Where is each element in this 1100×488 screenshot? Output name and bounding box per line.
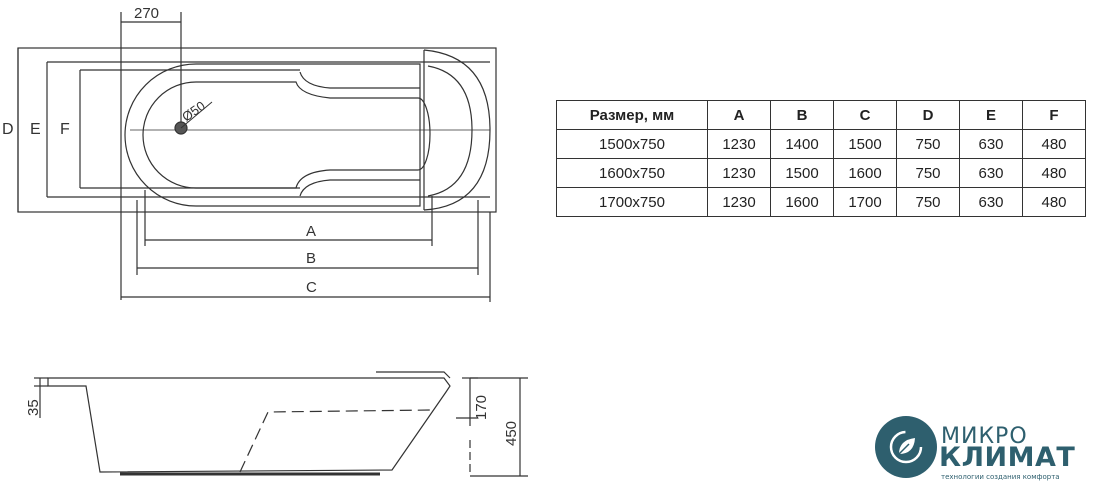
table-cell: 1600x750 xyxy=(556,158,708,188)
dim-c-label: C xyxy=(306,279,317,296)
leaf-icon xyxy=(875,416,937,478)
table-cell: 1230 xyxy=(707,158,771,188)
brand-logo: МИКРО КЛИМАТ технологии создания комфорт… xyxy=(873,414,1078,484)
dim-270-label: 270 xyxy=(134,5,159,22)
size-spec-table: Размер, мм A B C D E F 1500x750 1230 140… xyxy=(556,100,1086,217)
table-cell: 1700x750 xyxy=(556,187,708,217)
table-cell: 1400 xyxy=(770,129,834,159)
dim-b-label: B xyxy=(306,250,316,267)
table-row: 1500x750 1230 1400 1500 750 630 480 xyxy=(556,129,1086,159)
dim-e-label: E xyxy=(30,121,41,138)
logo-main-text: КЛИМАТ xyxy=(939,442,1076,473)
table-cell: 1500 xyxy=(770,158,834,188)
table-cell: 1700 xyxy=(833,187,897,217)
table-cell: 750 xyxy=(896,158,960,188)
dim-170-label: 170 xyxy=(473,395,490,420)
dim-35-label: 35 xyxy=(25,399,42,416)
table-row: 1600x750 1230 1500 1600 750 630 480 xyxy=(556,158,1086,188)
table-cell: 1500x750 xyxy=(556,129,708,159)
header-c: C xyxy=(833,100,897,130)
table-cell: 630 xyxy=(959,129,1023,159)
dim-d-label: D xyxy=(2,121,14,138)
table-cell: 630 xyxy=(959,158,1023,188)
header-a: A xyxy=(707,100,771,130)
bathtub-basin-inner xyxy=(142,81,431,189)
logo-tagline: технологии создания комфорта xyxy=(941,473,1060,481)
dim-diameter-label: Ø50 xyxy=(179,98,208,124)
table-cell: 480 xyxy=(1022,187,1086,217)
table-row: 1700x750 1230 1600 1700 750 630 480 xyxy=(556,187,1086,217)
bathtub-basin-outline xyxy=(124,63,421,207)
table-cell: 630 xyxy=(959,187,1023,217)
table-cell: 1500 xyxy=(833,129,897,159)
logo-top-text: МИКРО xyxy=(941,424,1028,449)
dim-a-label: A xyxy=(306,223,316,240)
header-e: E xyxy=(959,100,1023,130)
hidden-basin-dashed xyxy=(239,409,433,473)
header-size: Размер, мм xyxy=(556,100,708,130)
table-cell: 1230 xyxy=(707,187,771,217)
table-cell: 480 xyxy=(1022,158,1086,188)
table-cell: 1600 xyxy=(833,158,897,188)
header-d: D xyxy=(896,100,960,130)
table-cell: 1600 xyxy=(770,187,834,217)
header-b: B xyxy=(770,100,834,130)
table-cell: 750 xyxy=(896,187,960,217)
header-f: F xyxy=(1022,100,1086,130)
dim-450-label: 450 xyxy=(503,421,520,446)
dim-f-label: F xyxy=(60,121,70,138)
table-header-row: Размер, мм A B C D E F xyxy=(556,100,1086,130)
bathtub-side-profile xyxy=(47,377,451,473)
table-cell: 480 xyxy=(1022,129,1086,159)
table-cell: 1230 xyxy=(707,129,771,159)
table-cell: 750 xyxy=(896,129,960,159)
